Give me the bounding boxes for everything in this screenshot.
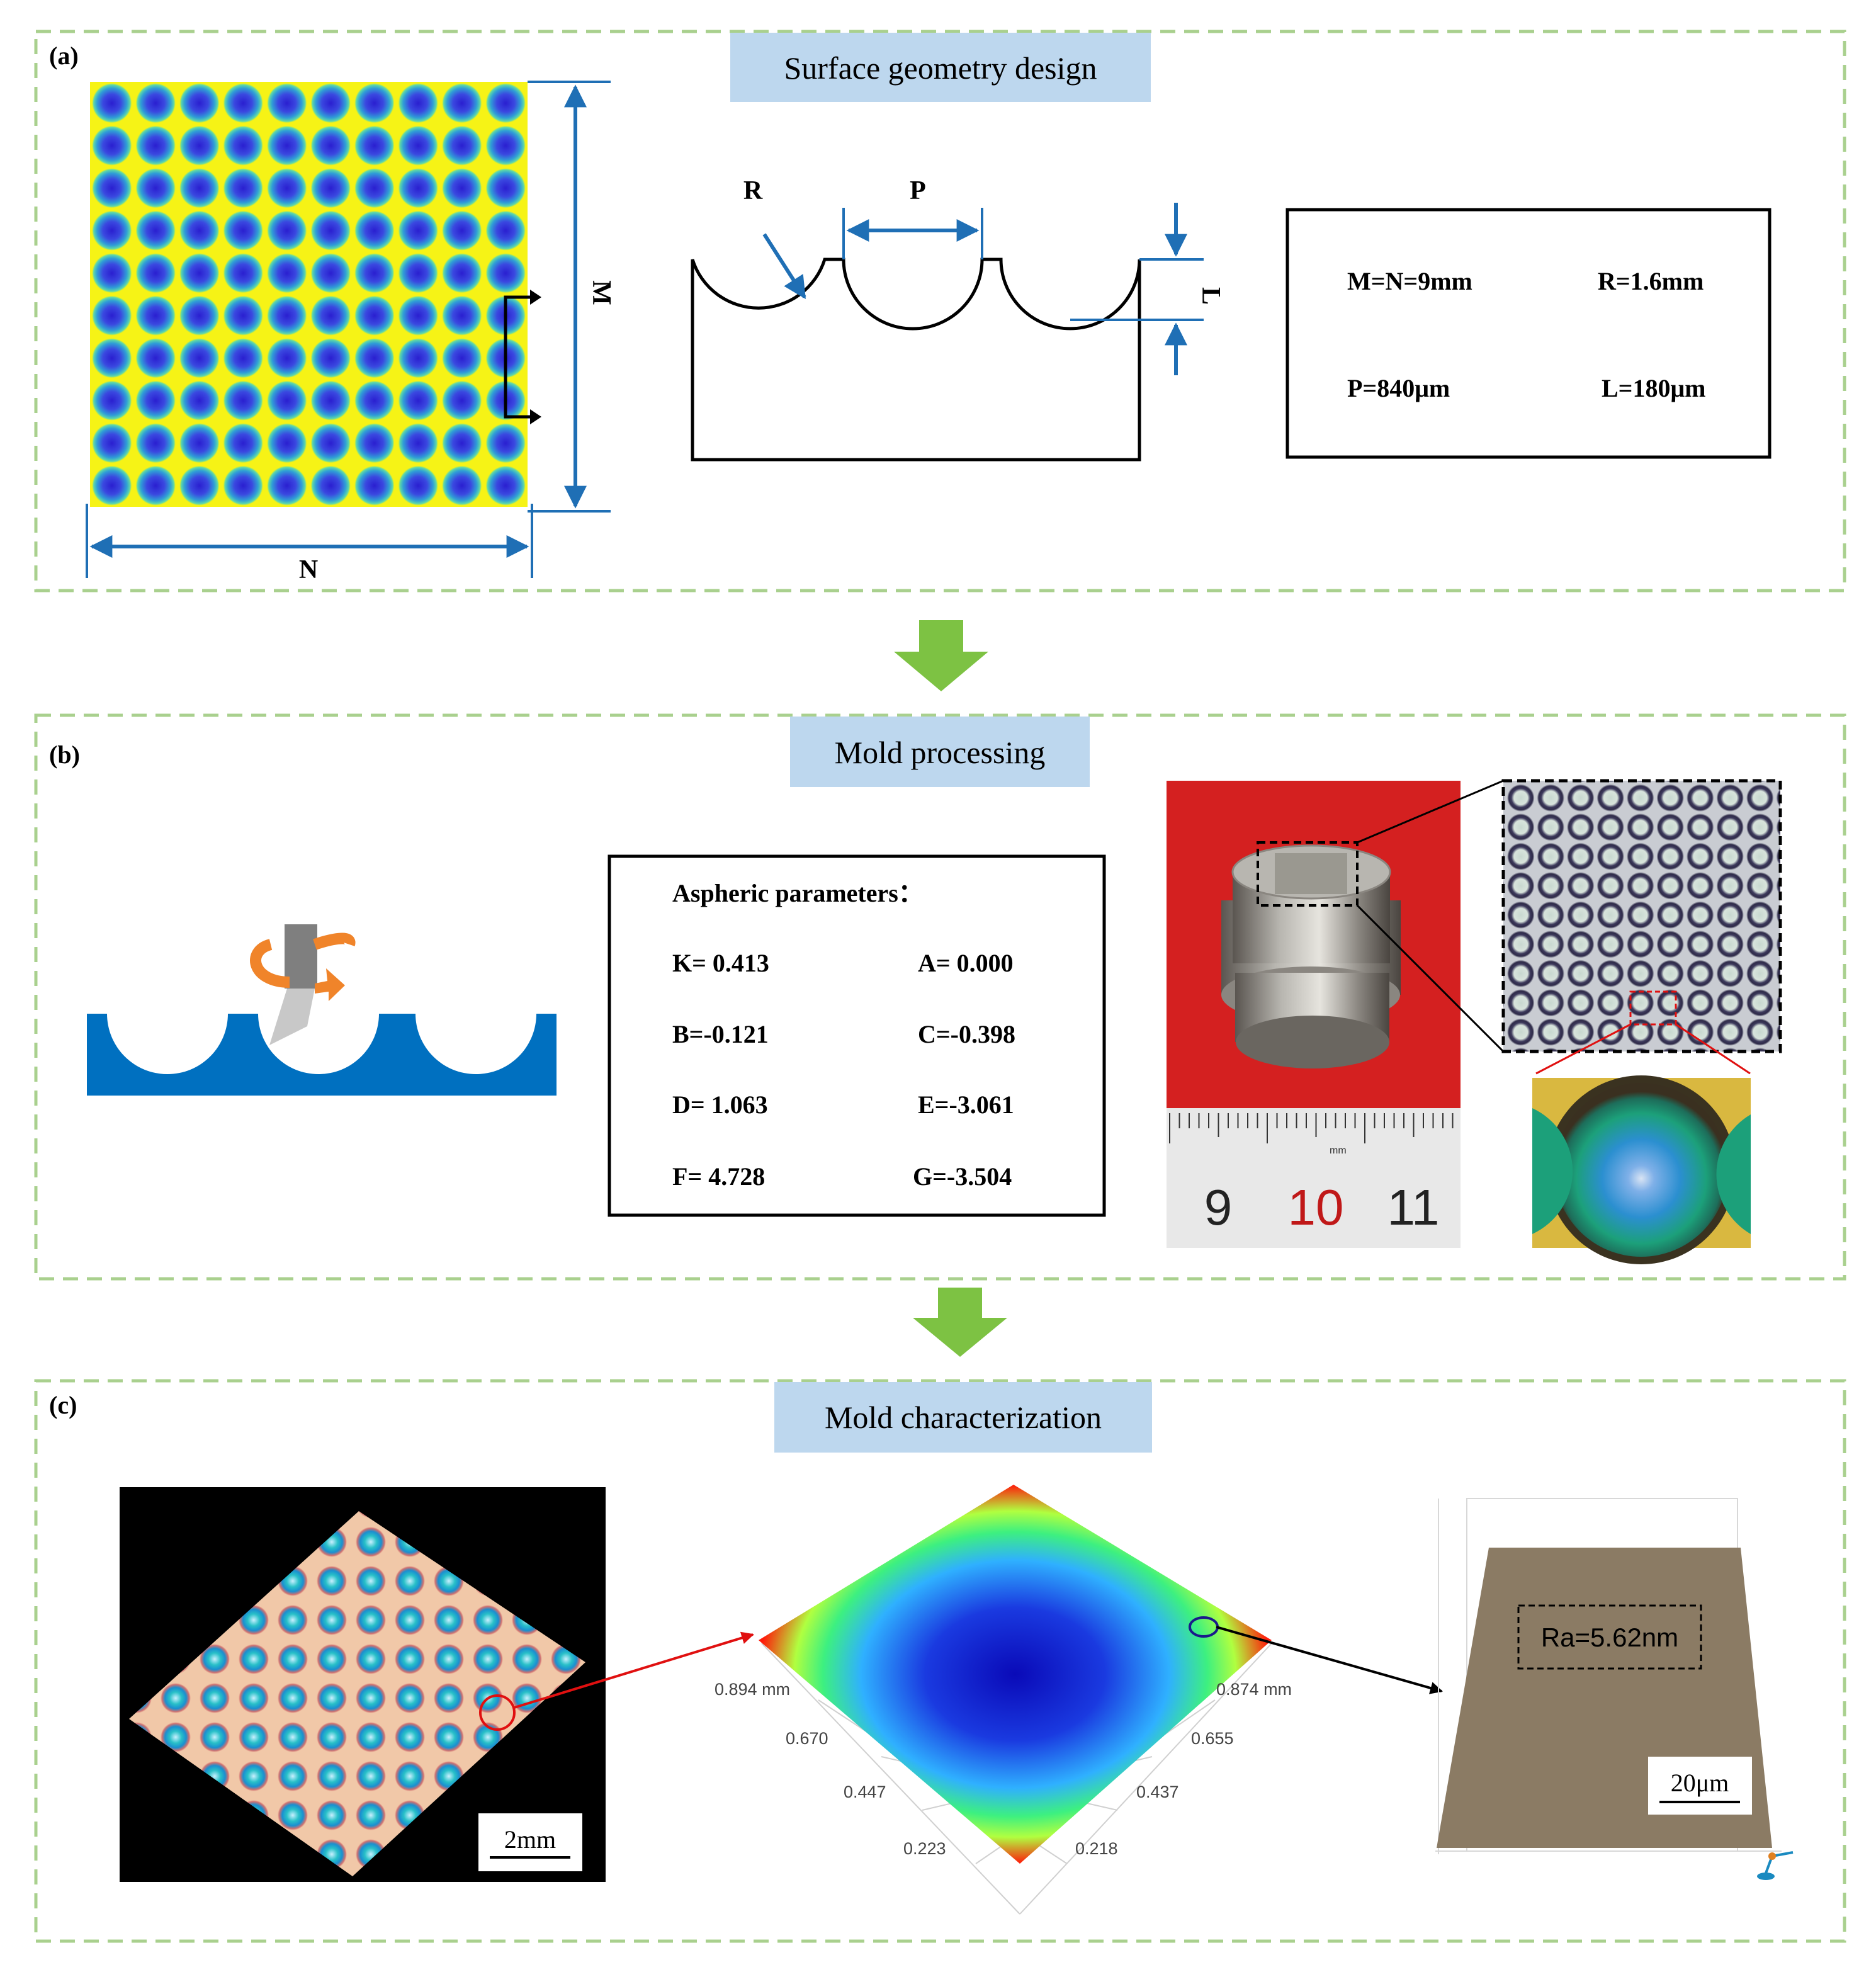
label-r: R [743, 176, 763, 205]
aspheric-d: D= 1.063 [672, 1091, 768, 1119]
mold-zoom-region [1257, 841, 1359, 907]
single-dimple-center [1554, 1083, 1728, 1257]
panel-a-tag: (a) [49, 42, 79, 70]
scalebar-left-box [478, 1813, 582, 1871]
mold-base-bottom [1236, 1016, 1389, 1068]
microscope-array-frame [1501, 779, 1782, 1053]
label-p: P [910, 176, 926, 205]
red-connector-right [1675, 1023, 1751, 1075]
panel-c-title: Mold characterization [825, 1400, 1102, 1435]
aspheric-k: K= 0.413 [672, 949, 769, 977]
single-dimple-neighbor-right [1716, 1114, 1751, 1234]
panel-c-frame [34, 1379, 1846, 1943]
axis-right-0: 0.874 mm [1216, 1680, 1292, 1699]
label-l: L [1196, 287, 1225, 305]
ruler [1167, 1108, 1461, 1248]
axis-right-1: 0.655 [1191, 1729, 1234, 1748]
tool-tip [269, 989, 315, 1045]
aspheric-e: E=-3.061 [918, 1091, 1014, 1119]
pitch-arrow-top [530, 290, 541, 305]
dim-n-label: N [299, 555, 318, 584]
cross-section-outline [691, 258, 1141, 462]
aspheric-b: B=-0.121 [672, 1020, 769, 1048]
rotation-arc-left [250, 939, 290, 988]
axis-left-0: 0.894 mm [715, 1680, 790, 1699]
profile-3d-surface [759, 1485, 1272, 1864]
mold-microarray [1275, 853, 1347, 894]
arrow-to-profile [514, 1631, 754, 1709]
param-mn: M=N=9mm [1347, 267, 1472, 295]
scalebar-right-label: 20μm [1671, 1769, 1729, 1797]
panel-b-title-box [790, 717, 1090, 787]
scalebar-left-label: 2mm [504, 1825, 556, 1854]
pitch-arrow-bottom [530, 409, 541, 424]
wavy-workpiece [87, 1014, 557, 1096]
panel-b-tag: (b) [49, 740, 80, 769]
arrow-to-roughness [1216, 1626, 1443, 1694]
aspheric-f: F= 4.728 [672, 1162, 765, 1191]
panel-b-title: Mold processing [835, 735, 1046, 770]
aspheric-c: C=-0.398 [918, 1020, 1015, 1048]
zoom-connector-bottom [1356, 904, 1505, 1053]
ruler-number-11: 11 [1387, 1179, 1439, 1235]
rotation-arc-top [313, 932, 356, 950]
dimple-array-design [90, 82, 528, 507]
panel-c-title-box [774, 1382, 1152, 1453]
scalebar-right-box [1648, 1757, 1752, 1815]
array-3d-selected-dimple [479, 1694, 516, 1731]
axis-left-1: 0.670 [786, 1729, 828, 1748]
ruler-ticks [1169, 1113, 1454, 1143]
zoom-connector-top [1357, 779, 1504, 844]
axis-right-3: 0.218 [1075, 1839, 1118, 1858]
panel-a-title-box [730, 33, 1151, 102]
pitch-bracket [504, 295, 538, 419]
rotation-arrow-head [315, 968, 345, 1001]
panel-c-tag: (c) [49, 1391, 77, 1419]
roughness-label-box [1517, 1604, 1702, 1670]
ruler-unit: mm [1330, 1145, 1347, 1156]
red-connector-left [1535, 1023, 1631, 1075]
axis-left-3: 0.223 [903, 1839, 946, 1858]
radius-arrow [762, 233, 806, 300]
aspheric-a: A= 0.000 [918, 949, 1014, 977]
param-l: L=180μm [1602, 374, 1705, 402]
ruler-number-10: 10 [1288, 1179, 1344, 1235]
flow-arrow-b-to-c [913, 1288, 1007, 1357]
orientation-icon [1757, 1851, 1794, 1880]
microscope-array-image [1503, 781, 1780, 1051]
panel-a-title: Surface geometry design [784, 50, 1097, 86]
axis-left-2: 0.447 [844, 1782, 886, 1801]
axis-right-2: 0.437 [1136, 1782, 1179, 1801]
roughness-value: Ra=5.62nm [1541, 1623, 1678, 1652]
design-params-box [1286, 208, 1771, 459]
panel-a-frame [34, 30, 1846, 592]
aspheric-g: G=-3.504 [913, 1162, 1012, 1191]
single-dimple-region [1629, 990, 1677, 1026]
param-p: P=840μm [1347, 374, 1450, 402]
param-r: R=1.6mm [1598, 267, 1704, 295]
flow-arrow-a-to-b [894, 620, 988, 691]
tool-shank [285, 924, 317, 989]
panel-b-frame [34, 713, 1846, 1281]
array-3d-surface [129, 1511, 585, 1876]
single-dimple-neighbor-left [1532, 1108, 1573, 1234]
dim-m-label: M [587, 280, 616, 305]
ruler-number-9: 9 [1204, 1179, 1233, 1235]
aspheric-title: Aspheric parameters： [672, 879, 924, 907]
aspheric-params-box [607, 854, 1106, 1217]
